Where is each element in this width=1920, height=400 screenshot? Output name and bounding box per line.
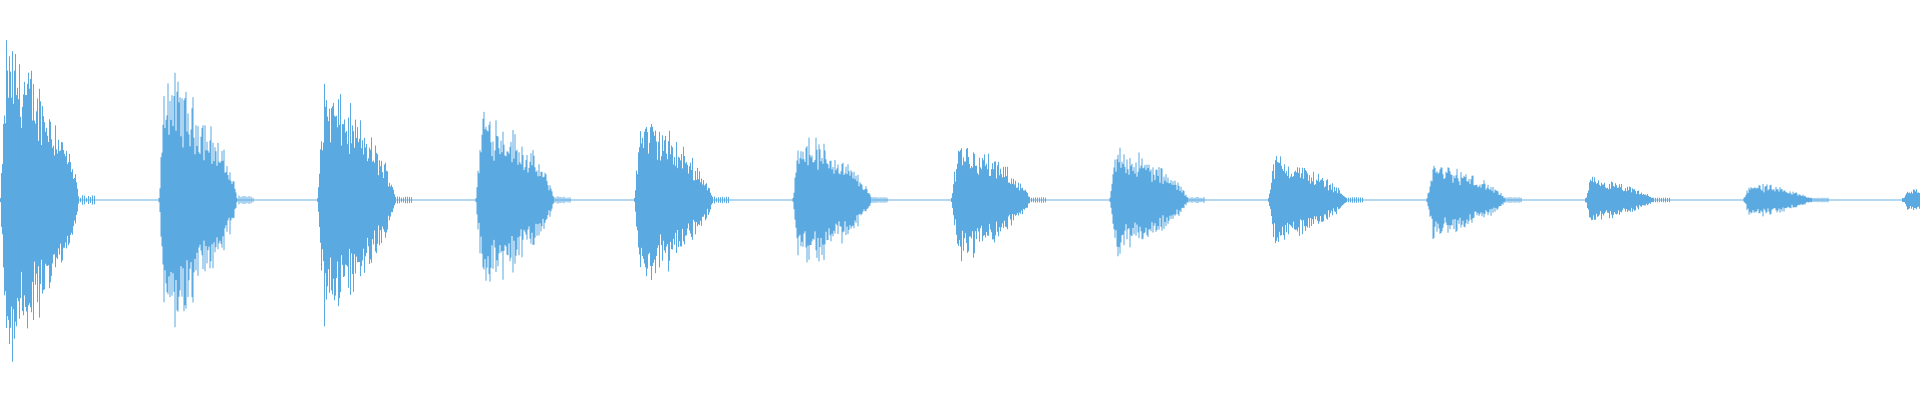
waveform-burst-strokes (0, 40, 95, 362)
waveform-burst (1902, 189, 1920, 210)
waveform-burst (634, 124, 729, 280)
waveform-burst-strokes (1109, 147, 1205, 257)
waveform-burst-strokes (951, 148, 1046, 262)
waveform-burst-strokes (1743, 183, 1829, 217)
waveform-burst-strokes (1268, 156, 1363, 244)
waveform-burst-strokes (792, 137, 888, 263)
waveform-burst (158, 72, 254, 328)
waveform-burst (792, 137, 888, 263)
waveform-burst (475, 111, 571, 282)
waveform-burst (1109, 147, 1205, 257)
waveform-burst (1426, 165, 1522, 239)
waveform-burst (1743, 183, 1829, 217)
waveform-bursts (0, 40, 1920, 362)
waveform-burst-strokes (1585, 176, 1670, 221)
waveform-burst (0, 40, 95, 362)
waveform-burst-strokes (317, 83, 412, 327)
waveform-burst-strokes (1426, 165, 1522, 239)
waveform-burst (1585, 176, 1670, 221)
waveform-burst-strokes (475, 111, 571, 282)
waveform-burst (1268, 156, 1363, 244)
waveform-burst (317, 83, 412, 327)
waveform-burst-strokes (158, 72, 254, 328)
waveform-burst (951, 148, 1046, 262)
waveform-burst-strokes (634, 124, 729, 280)
waveform-burst-strokes (1902, 189, 1920, 210)
